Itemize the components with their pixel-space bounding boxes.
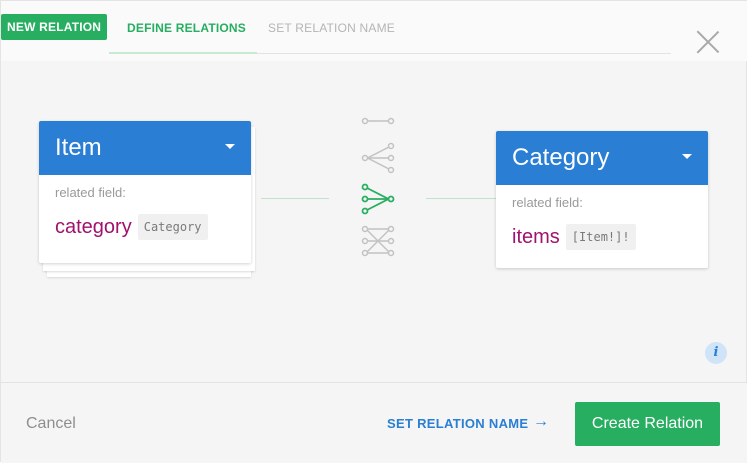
tab-define-relations[interactable]: DEFINE RELATIONS — [127, 21, 246, 35]
right-model-selector[interactable]: Category — [496, 131, 708, 185]
right-field-type: [Item!]! — [565, 224, 636, 250]
many-to-many-icon[interactable] — [361, 225, 395, 257]
right-field-row[interactable]: items [Item!]! — [496, 224, 708, 250]
cancel-button[interactable]: Cancel — [26, 415, 76, 432]
left-connector-line — [261, 198, 329, 199]
right-model-card: Category related field: items [Item!]! — [496, 131, 708, 268]
modal-footer: Cancel SET RELATION NAME → Create Relati… — [1, 382, 747, 463]
caret-down-icon — [225, 144, 235, 149]
many-to-one-icon[interactable] — [361, 183, 395, 215]
left-model-name: Item — [55, 134, 102, 161]
one-to-one-icon[interactable] — [361, 117, 395, 125]
tab-underline — [109, 53, 671, 54]
info-icon[interactable]: i — [705, 342, 727, 364]
right-connector-line — [426, 198, 496, 199]
right-field-name: items — [512, 225, 560, 248]
left-related-label: related field: — [55, 185, 126, 200]
tab-set-relation-name[interactable]: SET RELATION NAME — [268, 21, 395, 35]
close-icon[interactable] — [695, 29, 721, 55]
one-to-many-icon[interactable] — [361, 142, 395, 174]
left-model-card: Item related field: category Category — [39, 121, 251, 263]
arrow-right-icon[interactable]: → — [533, 413, 549, 430]
modal-header: NEW RELATION DEFINE RELATIONS SET RELATI… — [1, 1, 747, 61]
left-field-row[interactable]: category Category — [39, 214, 251, 240]
set-relation-name-link[interactable]: SET RELATION NAME — [387, 416, 529, 431]
right-model-name: Category — [512, 144, 610, 171]
relation-type-picker — [361, 117, 395, 257]
right-related-label: related field: — [512, 195, 583, 210]
left-field-type: Category — [137, 214, 208, 240]
caret-down-icon — [682, 154, 692, 159]
left-model-selector[interactable]: Item — [39, 121, 251, 175]
new-relation-badge: NEW RELATION — [1, 14, 108, 40]
left-field-name: category — [55, 215, 132, 238]
create-relation-button[interactable]: Create Relation — [575, 402, 720, 446]
tab-active-indicator — [109, 52, 257, 54]
